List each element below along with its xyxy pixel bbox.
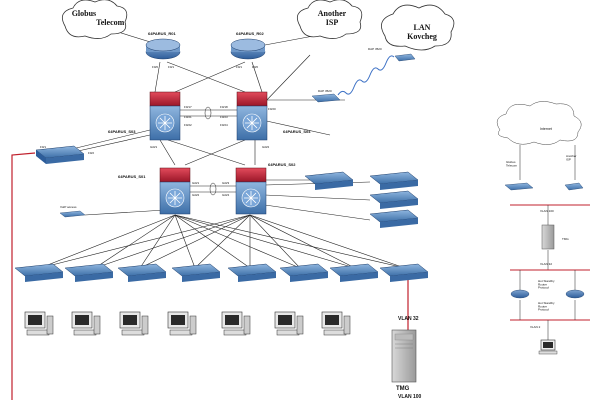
svg-text:F0/21: F0/21 [184,115,192,119]
side-router-left[interactable] [510,289,530,299]
right-switch-3[interactable] [369,190,419,209]
side-vlan2-label: VLAN 2 [530,325,541,329]
svg-text:Gi0/2: Gi0/2 [262,145,270,149]
access-switch[interactable] [117,263,167,282]
svg-text:Gi0/4: Gi0/4 [222,193,230,197]
side-switch-left[interactable] [504,182,534,191]
vlan-100-label: VLAN 100 [398,394,422,400]
wireless-ap-1-label: DAP 3520 [318,89,332,93]
voip-label: VoIP access [60,205,77,209]
wireless-ap-2[interactable]: DAP 3520 [368,47,416,62]
voip-switch[interactable]: VoIP access [59,205,86,218]
router-r02-label: 64PARUS_R02 [236,31,264,36]
side-tmg-server[interactable] [541,224,555,250]
right-switch-2[interactable] [369,171,419,190]
router-r02[interactable]: 64PARUS_R02 [230,31,266,60]
dist-switch-s01[interactable]: 64PARUS_S01 [118,167,191,215]
side-diagram [496,101,590,340]
svg-text:Gi0/1: Gi0/1 [192,181,200,185]
svg-text:F0/1: F0/1 [40,145,46,149]
svg-text:F0/24: F0/24 [220,123,228,127]
svg-text:Gi0/2: Gi0/2 [192,193,200,197]
access-switch[interactable] [329,263,379,282]
side-vlan32-label: VLAN 32 [540,262,552,266]
right-switch-4[interactable] [369,209,419,228]
access-switch[interactable] [14,263,64,282]
core-switch-s04-label: 64PARUS_S04 [283,129,311,134]
right-switch-1[interactable] [304,171,354,190]
workstation[interactable] [119,311,149,336]
core-switch-s03-label: 64PARUS_S03 [108,129,136,134]
svg-text:F0/2: F0/2 [88,151,94,155]
workstation-row [24,311,351,336]
side-internet-label: Internet [540,127,552,131]
workstation[interactable] [167,311,197,336]
svg-text:F0/23: F0/23 [220,115,228,119]
access-switch[interactable] [171,263,221,282]
svg-text:F0/1: F0/1 [168,65,174,69]
workstation[interactable] [274,311,304,336]
tmg-server[interactable]: TMG [391,329,417,392]
svg-text:F0/1: F0/1 [236,65,242,69]
wireless-ap-2-label: DAP 3520 [368,47,382,51]
svg-text:F0/22: F0/22 [184,123,192,127]
access-switch[interactable] [379,263,429,282]
access-switch[interactable] [227,263,277,282]
svg-text:GlobusTelecom: GlobusTelecom [72,9,125,27]
main-links [39,27,406,269]
router-r01-label: 64PARUS_R01 [148,31,176,36]
workstation[interactable] [71,311,101,336]
svg-text:F0/0: F0/0 [252,65,258,69]
svg-text:F0/17: F0/17 [184,105,192,109]
side-switch-right[interactable] [564,182,584,191]
svg-text:F0/0: F0/0 [152,65,158,69]
svg-text:F0/20: F0/20 [268,107,276,111]
svg-text:F0/18: F0/18 [220,105,228,109]
cloud-globus-telecom: GlobusTelecom [61,0,128,39]
workstation[interactable] [221,311,251,336]
cloud-globus-line1: GlobusTelecom [72,9,125,27]
core-switch-s04[interactable]: 64PARUS_S04 [236,91,311,141]
access-switch-row [14,263,429,282]
side-router-right[interactable] [565,289,585,299]
port-labels: F0/0 F0/1 F0/1 F0/0 F0/17 F0/21 F0/22 F0… [40,65,276,197]
dist-switch-s01-label: 64PARUS_S01 [118,174,146,179]
svg-text:Gi0/1: Gi0/1 [150,145,158,149]
access-switch[interactable] [64,263,114,282]
red-trunk-link [11,152,409,400]
router-r01[interactable]: 64PARUS_R01 [145,31,181,60]
left-access-switch[interactable] [35,145,85,164]
svg-text:Gi0/3: Gi0/3 [222,181,230,185]
wireless-link [337,55,395,96]
workstation[interactable] [24,311,54,336]
dist-switch-s02-label: 64PARUS_S02 [268,162,296,167]
side-workstation[interactable] [538,339,558,355]
dist-switch-s02[interactable]: 64PARUS_S02 [235,162,296,215]
vlan-32-label: VLAN 32 [398,316,419,322]
access-switch[interactable] [279,263,329,282]
wireless-ap-1[interactable]: DAP 3520 [311,89,341,103]
side-tmg-label: TMG [562,237,569,241]
side-vlan100-label: VLAN 100 [540,209,554,213]
core-switch-s03[interactable]: 64PARUS_S03 [108,91,181,141]
workstation[interactable] [321,311,351,336]
tmg-label: TMG [396,386,410,392]
